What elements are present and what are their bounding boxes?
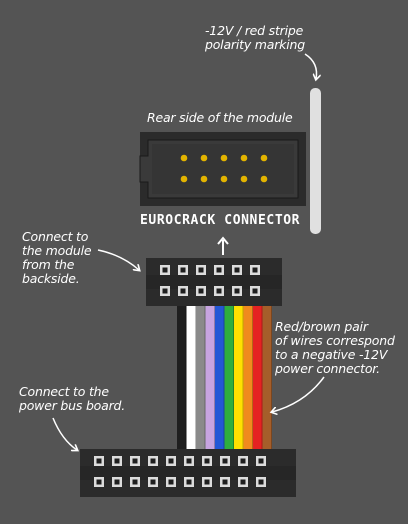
connector-hole-socket xyxy=(234,288,240,294)
header-pin xyxy=(220,154,228,162)
connector-hole-socket xyxy=(240,458,246,464)
ribbon-wire xyxy=(234,300,244,454)
connector-hole-socket xyxy=(168,479,174,485)
wire-separator xyxy=(252,300,253,454)
ribbon-wire xyxy=(253,300,263,454)
connector-hole-socket xyxy=(150,479,156,485)
header-pin xyxy=(180,175,188,183)
bottom-idc-connector xyxy=(80,449,296,497)
header-pin-grid xyxy=(180,154,268,183)
rear-side-note: Rear side of the module xyxy=(147,110,293,125)
connector-hole-socket xyxy=(180,288,186,294)
wire-separator xyxy=(223,300,225,454)
connector-hole-socket xyxy=(252,267,258,273)
connector-hole-socket xyxy=(198,288,204,294)
polarity-arrow xyxy=(304,53,317,79)
connector-hole-socket xyxy=(234,267,240,273)
wire-separator xyxy=(261,300,263,454)
connector-hole-socket xyxy=(240,479,246,485)
wire-separator xyxy=(204,300,206,454)
connect-bus-arrow xyxy=(52,417,77,450)
top-idc-connector xyxy=(146,258,282,306)
connector-hole-socket xyxy=(222,458,228,464)
ribbon-wire xyxy=(186,300,196,454)
wire-separator xyxy=(233,300,234,454)
connector-hole-socket xyxy=(186,479,192,485)
connector-hole-socket xyxy=(216,267,222,273)
up-arrow-icon xyxy=(217,236,229,255)
ribbon-wire xyxy=(262,300,272,454)
wire-separator xyxy=(214,300,215,454)
module-rear-header xyxy=(139,132,306,206)
connect-module-arrow xyxy=(97,249,139,270)
header-pin xyxy=(240,154,248,162)
connector-hole-socket xyxy=(258,458,264,464)
polarity-note: -12V / red stripe polarity marking xyxy=(205,23,305,52)
ribbon-wire xyxy=(243,300,253,454)
connector-hole-socket xyxy=(204,479,210,485)
connector-hole-socket xyxy=(204,458,210,464)
connect-bus-note: Connect to the power bus board. xyxy=(19,384,126,413)
connector-hole-socket xyxy=(252,288,258,294)
red-brown-note: Red/brown pair of wires correspond to a … xyxy=(275,319,395,376)
connector-hole-socket xyxy=(114,458,120,464)
header-pin xyxy=(260,154,268,162)
wire-separator xyxy=(242,300,244,454)
connector-hole-socket xyxy=(180,267,186,273)
ribbon-wire xyxy=(205,300,215,454)
header-pin xyxy=(200,175,208,183)
connector-hole-socket xyxy=(222,479,228,485)
connector-hole-socket xyxy=(216,288,222,294)
top-connector-holes xyxy=(160,265,260,296)
connector-hole-socket xyxy=(96,458,102,464)
header-pin xyxy=(220,175,228,183)
header-pin xyxy=(260,175,268,183)
ribbon-wire xyxy=(196,300,206,454)
header-pin xyxy=(200,154,208,162)
header-pin xyxy=(180,154,188,162)
header-pin xyxy=(240,175,248,183)
wire-separator xyxy=(185,300,187,454)
connector-hole-socket xyxy=(258,479,264,485)
connector-hole-socket xyxy=(162,267,168,273)
wire-separator xyxy=(271,300,272,454)
ribbon-wire xyxy=(224,300,234,454)
ribbon-wire xyxy=(215,300,225,454)
ribbon-cable xyxy=(177,300,272,454)
connector-hole-socket xyxy=(96,479,102,485)
ribbon-wire xyxy=(177,300,187,454)
connector-hole-socket xyxy=(198,267,204,273)
connector-hole-socket xyxy=(132,458,138,464)
connector-title: EUROCRACK CONNECTOR xyxy=(140,213,301,228)
connector-hole-socket xyxy=(132,479,138,485)
polarity-stripe xyxy=(310,88,321,234)
connector-hole-socket xyxy=(114,479,120,485)
connector-hole-socket xyxy=(168,458,174,464)
red-brown-arrow xyxy=(272,376,325,412)
connector-hole-socket xyxy=(150,458,156,464)
connect-module-note: Connect to the module from the backside. xyxy=(22,229,92,286)
bottom-connector-holes xyxy=(94,456,266,487)
connector-hole-socket xyxy=(186,458,192,464)
connector-hole-socket xyxy=(162,288,168,294)
wire-separator xyxy=(195,300,196,454)
